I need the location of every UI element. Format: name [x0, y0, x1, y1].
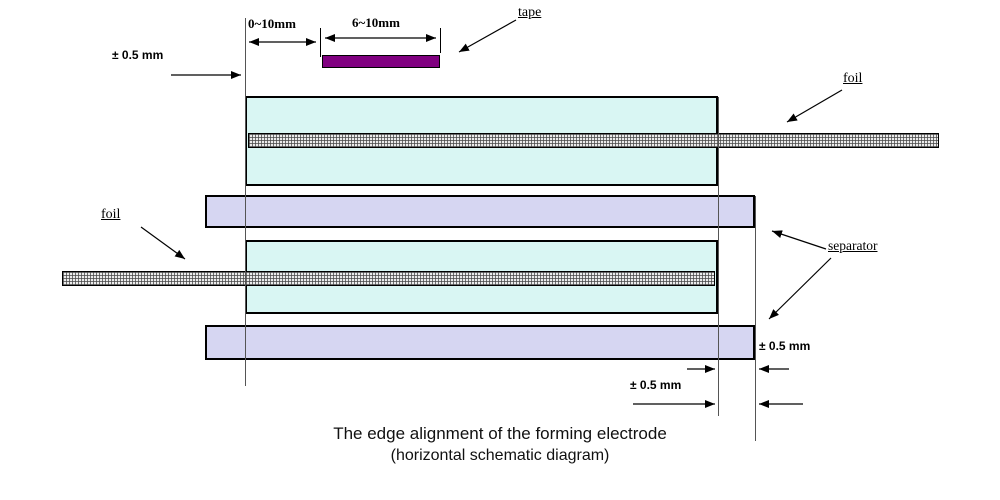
foil-right-label: foil: [843, 71, 863, 86]
separator-bottom-leader-arrow: [768, 257, 832, 320]
foil-bottom-strip: [62, 271, 715, 286]
separator-label: separator: [828, 238, 878, 253]
left-tolerance-label: ± 0.5 mm: [112, 48, 164, 62]
tape-width-dimension-label: 6~10mm: [352, 15, 400, 30]
gap-dimension-label: 0~10mm: [248, 16, 296, 31]
foil-right-leader-arrow: [786, 89, 843, 123]
right-tolerance-label: ± 0.5 mm: [759, 339, 811, 353]
separator-bottom-bar: [205, 325, 755, 360]
separator-top-leader-arrow: [771, 230, 827, 250]
foil-top-strip: [248, 133, 939, 148]
tape-label: tape: [518, 5, 542, 20]
foil-left-label: foil: [101, 207, 121, 222]
caption-subtitle: (horizontal schematic diagram): [390, 447, 610, 464]
separator-top-bar: [205, 195, 755, 228]
caption-title: The edge alignment of the forming electr…: [333, 424, 667, 443]
foil-left-leader-arrow: [140, 226, 186, 260]
tape-leader-arrow: [458, 19, 517, 53]
bottom-tolerance-label: ± 0.5 mm: [630, 378, 682, 392]
tape-bar: [322, 55, 440, 68]
